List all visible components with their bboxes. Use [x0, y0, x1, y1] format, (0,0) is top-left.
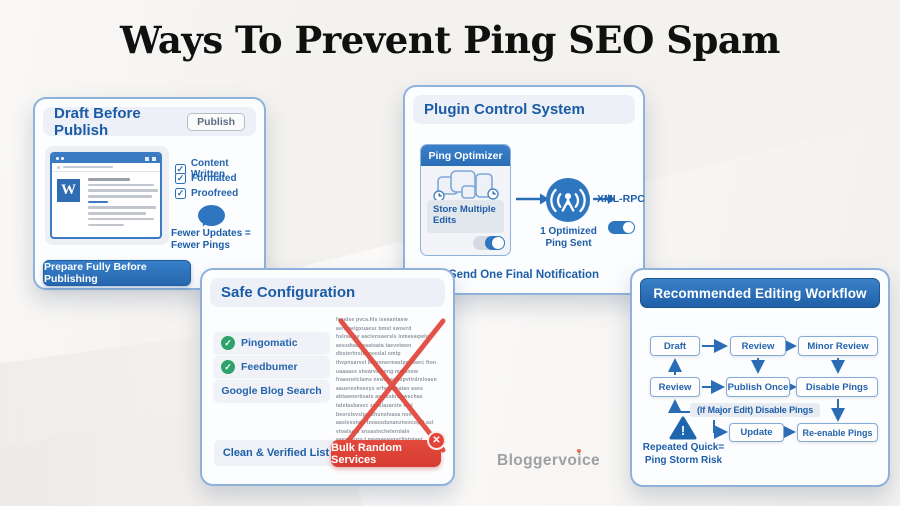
text-line	[88, 200, 108, 204]
card-plugin-control-system: Plugin Control System Ping Optimizer Sto…	[403, 85, 645, 295]
check-circle-icon: ✓	[221, 335, 235, 350]
service-label: Google Blog Search	[221, 384, 322, 397]
page-title: Ways To Prevent Ping SEO Spam	[120, 18, 780, 62]
node-disable-pings: Disable Pings	[796, 377, 878, 397]
checklist-label: Proofreed	[191, 188, 239, 199]
document-body: W	[52, 172, 160, 235]
card-draft-before-publish: Draft Before Publish Publish W	[33, 97, 266, 290]
checklist-label: Formated	[191, 173, 237, 184]
node-publish-once: Publish Once	[726, 377, 790, 397]
speech-bubble-icon	[198, 205, 225, 226]
card-title: Draft Before Publish	[54, 104, 141, 139]
checkbox-checked-icon[interactable]: ✓	[175, 188, 186, 199]
xmlrpc-toggle[interactable]	[608, 221, 635, 234]
node-minor-review: Minor Review	[798, 336, 878, 356]
logo-dot-icon	[577, 449, 581, 453]
card-header: Safe Configuration	[210, 278, 445, 307]
toolbar-line	[63, 166, 113, 168]
warning-line: Ping Storm Risk	[644, 454, 723, 466]
toggle-knob	[492, 237, 504, 249]
service-label: Feedbumer	[241, 360, 298, 373]
document-text-lines	[88, 178, 158, 226]
window-toolbar	[52, 163, 160, 172]
document-window-mockup: W	[50, 152, 162, 239]
text-line	[88, 212, 146, 215]
bulk-random-services-button[interactable]: Bulk Random Services ✕	[331, 431, 446, 467]
ping-broadcast-icon	[545, 177, 591, 223]
store-edits-toggle[interactable]	[473, 236, 505, 250]
button-label: Bulk Random Services	[331, 441, 402, 466]
xmlrpc-label: XML-RPC	[597, 193, 645, 205]
node-review-left: Review	[650, 377, 700, 397]
reject-x-icon: ✕	[427, 431, 446, 450]
arrow-right-icon	[516, 193, 549, 205]
text-line	[88, 183, 154, 187]
node-review-top: Review	[730, 336, 786, 356]
note-line: Fewer Updates =	[171, 228, 251, 239]
stacked-edits-icon	[433, 170, 499, 201]
window-dot-icon	[56, 157, 59, 160]
ping-optimizer-title: Ping Optimizer	[421, 145, 510, 166]
fewer-pings-note: Fewer Updates = Fewer Pings	[171, 228, 251, 252]
card-safe-configuration: Safe Configuration ✓ Pingomatic ✓ Feedbu…	[200, 268, 455, 486]
checklist-label: Content Written	[190, 158, 229, 180]
toggle-knob	[623, 222, 634, 233]
ping-optimizer-widget: Ping Optimizer Store Multiple Edits	[420, 144, 511, 256]
ping-storm-warning: Repeated Quick= Ping Storm Risk	[636, 442, 731, 467]
service-row-feedburner: ✓ Feedbumer	[214, 356, 329, 377]
card-recommended-editing-workflow: Recommended Editing Workflow	[630, 268, 890, 487]
publish-button[interactable]: Publish	[187, 112, 245, 131]
card-title: Plugin Control System	[424, 101, 585, 118]
major-edit-label: (If Major Edit) Disable Pings	[690, 403, 821, 417]
workflow-connectors	[668, 339, 845, 439]
arrow-right-icon	[593, 194, 615, 204]
crossed-out-service-list: feealse pvca.hls iseeantaew aencaelgxuae…	[336, 316, 448, 455]
text-line	[88, 178, 130, 181]
card-title: Safe Configuration	[221, 284, 356, 301]
red-cross-icon	[338, 318, 446, 453]
check-circle-icon: ✓	[221, 359, 235, 374]
warning-triangle-icon: !	[669, 416, 697, 440]
note-line: Fewer Pings	[171, 240, 230, 251]
optimized-ping-caption: 1 Optimized Ping Sent	[531, 226, 606, 250]
word-doc-icon: W	[57, 179, 80, 202]
card-header: Plugin Control System	[413, 95, 635, 124]
text-line	[88, 195, 152, 198]
bloggervoice-logo: Bloggervoice	[497, 452, 600, 469]
window-titlebar	[52, 154, 160, 163]
store-multiple-edits-label: Store Multiple Edits	[427, 200, 504, 233]
service-row-pingomatic: ✓ Pingomatic	[214, 332, 329, 353]
prepare-before-publishing-button[interactable]: Prepare Fully Before Publishing	[43, 260, 191, 286]
clean-verified-list-label: Clean & Verified List	[214, 440, 338, 466]
card-header: Draft Before Publish Publish	[43, 104, 256, 139]
service-row-google-blog-search: Google Blog Search	[214, 380, 329, 401]
node-draft: Draft	[650, 336, 700, 356]
text-line	[88, 223, 124, 226]
checklist-item: ✓ Formated	[175, 173, 237, 184]
svg-text:!: !	[681, 423, 685, 438]
workflow-header: Recommended Editing Workflow	[640, 278, 880, 308]
caption-line: Ping Sent	[545, 238, 592, 249]
toolbar-dot-icon	[57, 165, 60, 169]
checklist-item: ✓ Proofreed	[175, 188, 238, 199]
window-dot-icon	[61, 157, 64, 160]
window-controls-icon	[145, 156, 156, 161]
checkbox-checked-icon[interactable]: ✓	[175, 173, 186, 184]
service-label: Pingomatic	[241, 336, 298, 349]
node-update: Update	[729, 423, 784, 442]
text-line	[88, 217, 154, 221]
caption-line: 1 Optimized	[540, 226, 597, 237]
text-line	[88, 206, 156, 209]
node-reenable-pings: Re-enable Pings	[797, 423, 878, 442]
warning-line: Repeated Quick=	[642, 442, 725, 453]
text-line	[88, 189, 158, 192]
plugin-footer-text: Send One Final Notification	[448, 269, 600, 281]
